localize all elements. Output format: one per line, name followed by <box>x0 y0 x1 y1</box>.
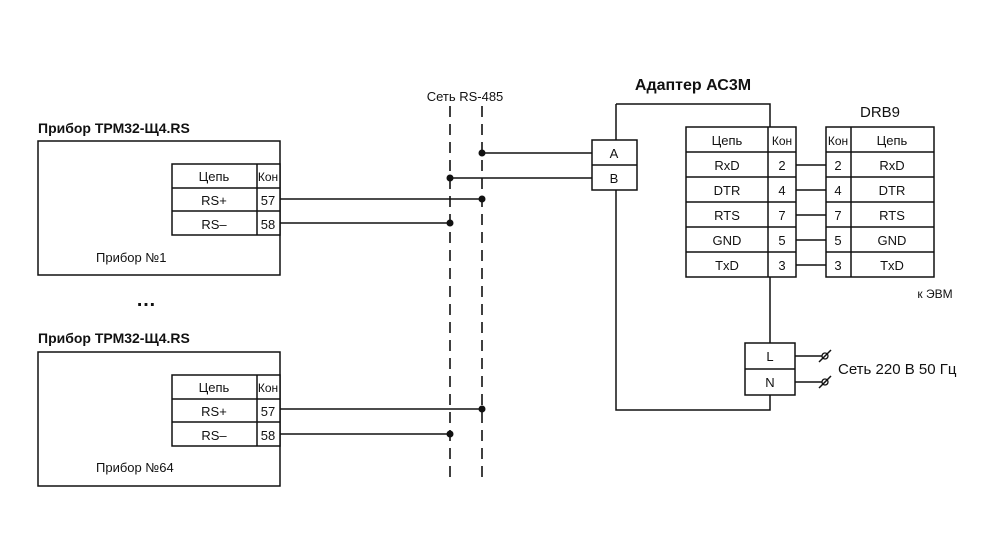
connector-row-pin: 5 <box>834 233 841 248</box>
device-1-terminal-table <box>171 163 281 236</box>
adapter-header-circuit: Цепь <box>712 133 743 148</box>
device-1-name: Прибор №1 <box>96 250 167 265</box>
device-64-row-pin: 58 <box>261 428 275 443</box>
connector-row-circuit: RxD <box>879 158 904 173</box>
device-64-row-circuit: RS– <box>201 428 227 443</box>
bus-adapter-wires <box>446 149 592 182</box>
network-label: Сеть RS-485 <box>427 89 504 104</box>
connector-row-circuit: RTS <box>879 208 905 223</box>
adapter-terminal-b: B <box>610 171 619 186</box>
device-64-terminal-table <box>171 374 281 447</box>
adapter-row-circuit: RxD <box>714 158 739 173</box>
device-1-row-circuit: RS– <box>201 217 227 232</box>
connector-header-circuit: Цепь <box>877 133 908 148</box>
adapter-row-circuit: RTS <box>714 208 740 223</box>
junction-dot <box>478 405 486 413</box>
junction-dot <box>446 219 454 227</box>
junction-dot <box>446 174 454 182</box>
device-1: Прибор ТРМ32-Щ4.RS Цепь Кон RS+ 57 RS– 5… <box>37 120 281 276</box>
adapter-terminal-a: A <box>610 146 619 161</box>
device-64-name: Прибор №64 <box>96 460 174 475</box>
device-wires <box>280 195 486 438</box>
connector-note: к ЭВМ <box>917 287 952 301</box>
adapter-row-circuit: DTR <box>714 183 741 198</box>
power-input-icon <box>818 349 832 389</box>
connector-row-pin: 3 <box>834 258 841 273</box>
device-1-header-pin: Кон <box>258 170 278 184</box>
adapter-row-pin: 4 <box>778 183 785 198</box>
drb9-connector: DRB9 Кон Цепь 2 RxD 4 DTR 7 RTS 5 GND 3 … <box>825 104 953 301</box>
device-1-row-pin: 58 <box>261 217 275 232</box>
device-64-row-pin: 57 <box>261 404 275 419</box>
junction-dot <box>478 195 486 203</box>
device-64: Прибор ТРМ32-Щ4.RS Цепь Кон RS+ 57 RS– 5… <box>37 330 281 487</box>
device-1-row-circuit: RS+ <box>201 193 227 208</box>
adapter-header-pin: Кон <box>772 134 792 148</box>
connector-row-circuit: GND <box>878 233 907 248</box>
connector-header-pin: Кон <box>828 134 848 148</box>
adapter: Адаптер АС3М A B Цепь Кон RxD 2 DTR 4 RT… <box>591 77 957 411</box>
adapter-title: Адаптер АС3М <box>635 77 751 94</box>
junction-dot <box>446 430 454 438</box>
device-1-header-circuit: Цепь <box>199 169 230 184</box>
adapter-row-circuit: GND <box>713 233 742 248</box>
device-1-row-pin: 57 <box>261 193 275 208</box>
device-64-title: Прибор ТРМ32-Щ4.RS <box>38 330 190 346</box>
connector-title: DRB9 <box>860 104 900 121</box>
device-64-header-circuit: Цепь <box>199 380 230 395</box>
power-terminal-n: N <box>765 375 774 390</box>
connector-row-pin: 2 <box>834 158 841 173</box>
device-64-row-circuit: RS+ <box>201 404 227 419</box>
junction-dot <box>478 149 486 157</box>
connector-row-circuit: DTR <box>879 183 906 198</box>
adapter-row-pin: 5 <box>778 233 785 248</box>
adapter-row-pin: 2 <box>778 158 785 173</box>
connector-row-pin: 7 <box>834 208 841 223</box>
adapter-row-pin: 7 <box>778 208 785 223</box>
ellipsis: … <box>136 289 156 311</box>
power-label: Сеть 220 В 50 Гц <box>838 361 957 378</box>
connector-row-pin: 4 <box>834 183 841 198</box>
connector-row-circuit: TxD <box>880 258 904 273</box>
adapter-row-pin: 3 <box>778 258 785 273</box>
power-terminal-l: L <box>766 349 773 364</box>
device-64-header-pin: Кон <box>258 381 278 395</box>
device-1-title: Прибор ТРМ32-Щ4.RS <box>38 120 190 136</box>
adapter-row-circuit: TxD <box>715 258 739 273</box>
connector-wires <box>796 164 826 266</box>
